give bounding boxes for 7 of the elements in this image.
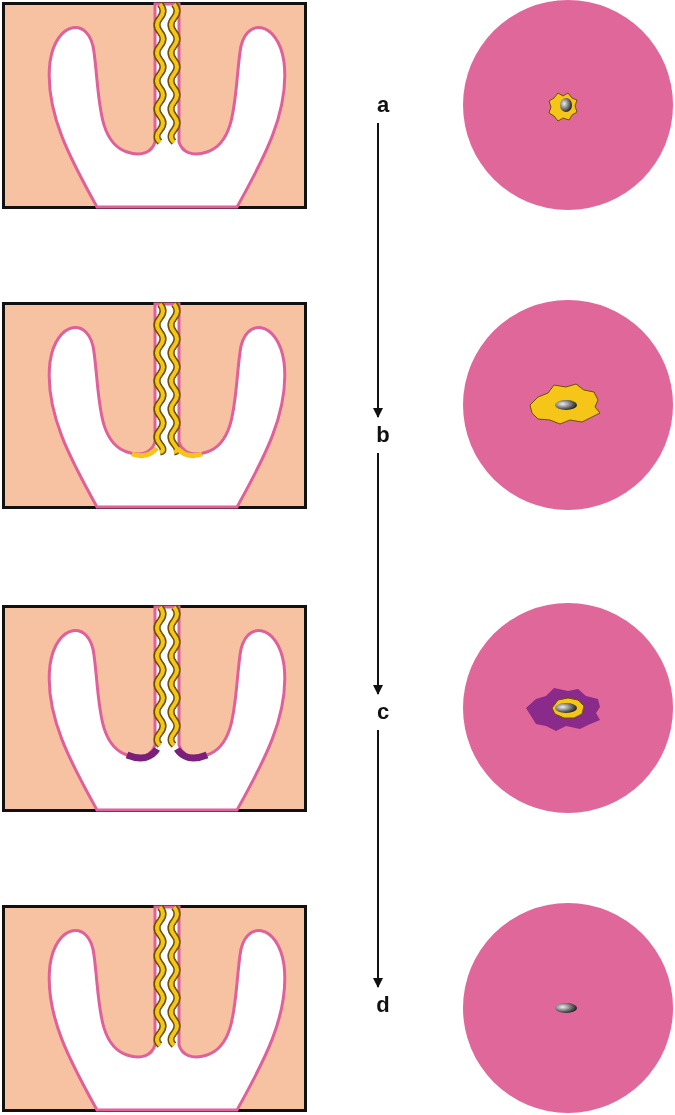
arrow [373, 122, 383, 418]
stage-letter: a [373, 93, 393, 117]
arrow [373, 729, 383, 988]
stage-letter: d [373, 993, 393, 1017]
stage-letter: c [373, 700, 393, 724]
arrow [373, 452, 383, 695]
stage-letter: b [373, 423, 393, 447]
